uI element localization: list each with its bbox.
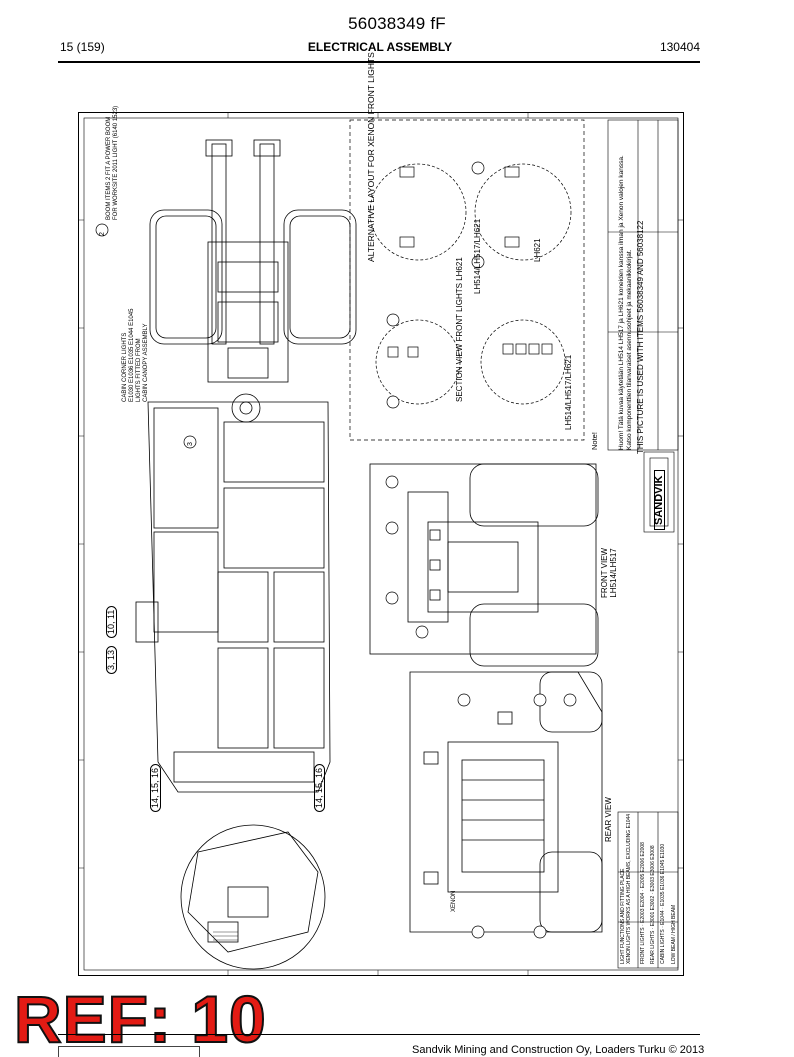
cabin-lights-note: CABIN CORNER LIGHTS E1030 E1036 E1035 E1…	[122, 308, 149, 402]
callout-circles	[95, 161, 577, 939]
usage-banner: THIS PICTURE IS USED WITH ITEMS 56038349…	[636, 220, 645, 454]
note-text: Huom! Tätä kuvaa käytetään LH514 LH517 j…	[618, 155, 633, 450]
doc-number: 56038349 fF	[348, 14, 446, 33]
callout-item-2: 2	[99, 232, 106, 236]
xenon-label: XENON	[451, 890, 457, 912]
models-label-a: LH514/LH517/LH621	[473, 218, 482, 294]
section-title: ELECTRICAL ASSEMBLY	[307, 40, 453, 54]
callout-3-13: 3, 13	[106, 645, 117, 674]
drawing-svg	[78, 112, 684, 976]
rear-view-title: REAR VIEW	[604, 797, 613, 842]
electrical-assembly-drawing: ALTERNATIVE LAYOUT FOR XENON FRONT LIGHT…	[78, 52, 684, 976]
callout-item-3: 3	[187, 442, 194, 446]
legend-row-front: FRONT LIGHTS · E2003 E2004 · E2005 E2006…	[640, 842, 646, 964]
reference-stamp: REF: 10	[13, 982, 267, 1056]
footer-logo	[58, 1046, 200, 1057]
callout-14-15-16-b: 14, 15, 16	[314, 763, 325, 812]
alt-layout-label: ALTERNATIVE LAYOUT FOR XENON FRONT LIGHT…	[366, 52, 376, 262]
page-header: 15 (159) ELECTRICAL ASSEMBLY 130404	[60, 40, 700, 58]
alternative-layout-frame	[349, 119, 585, 441]
page-number: 15 (159)	[60, 40, 105, 54]
front-view-title: FRONT VIEW LH514/LH517	[600, 547, 618, 598]
drawing-inner-border	[83, 117, 679, 971]
drawing-border	[78, 112, 684, 976]
models-label-b: LH514/LH517/LH621	[564, 354, 573, 430]
legend-columns: LOW BEAM / HIGH BEAM	[671, 904, 677, 964]
footer-copyright: Sandvik Mining and Construction Oy, Load…	[412, 1044, 705, 1056]
cabin-detail-hatch	[213, 931, 238, 941]
callout-10-11: 10, 11	[106, 605, 117, 638]
xenon-layout-details	[369, 163, 572, 405]
legend-table	[617, 811, 679, 969]
header-divider	[58, 61, 700, 63]
callout-14-15-16-a: 14, 15, 16	[150, 763, 161, 812]
loader-top-view	[135, 139, 357, 970]
sandvik-logo: SANDVIK	[653, 470, 665, 530]
frame-ticks	[78, 112, 684, 976]
legend-row-cabin: CABIN LIGHTS · E1044 · E1035 E1036 E1045…	[660, 843, 666, 964]
legend-title: LIGHT FUNCTIONS AND FITTING PLACE XENON …	[620, 813, 632, 964]
document-date: 130404	[659, 40, 700, 54]
title-block	[607, 119, 679, 533]
note-label: Note!	[590, 432, 599, 450]
lh621-label: LH621	[533, 238, 542, 262]
loader-front-view	[369, 463, 599, 667]
section-view-label: SECTION VIEW FRONT LIGHTS LH621	[455, 257, 464, 402]
loader-rear-view	[409, 671, 603, 933]
boom-note: BOOM ITEMS 2 FIT A POWER BOOM FOR WORKSI…	[106, 105, 119, 220]
legend-row-rear: REAR LIGHTS · E3001 E3002 · E3003 E3006 …	[650, 845, 656, 964]
footer-divider	[58, 1034, 700, 1035]
